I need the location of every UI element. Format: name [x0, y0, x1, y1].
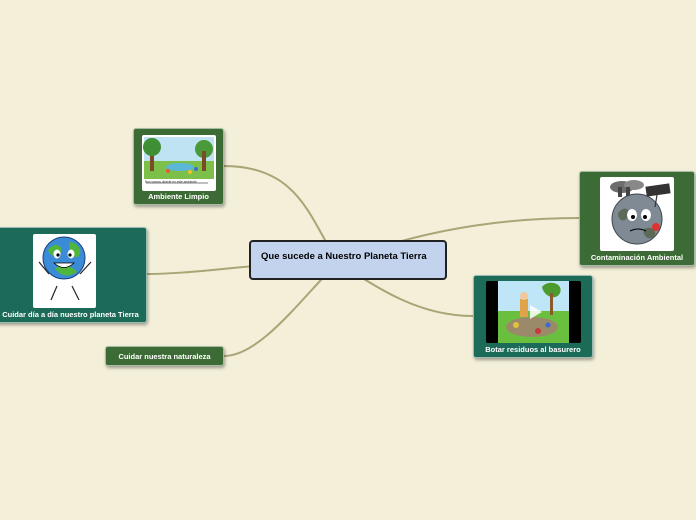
node-label: Cuidar día a día nuestro planeta Tierra	[2, 310, 139, 319]
central-topic-title: Que sucede a Nuestro Planeta Tierra	[261, 251, 427, 262]
litter-scene-video-thumbnail[interactable]	[486, 281, 581, 343]
polluted-earth-image	[600, 177, 674, 251]
node-botar-residuos[interactable]: Botar residuos al basurero	[473, 275, 593, 358]
smiling-earth-image	[33, 234, 96, 308]
node-contaminacion-ambiental[interactable]: Contaminación Ambiental	[579, 171, 695, 266]
node-label: Ambiente Limpio	[148, 192, 209, 201]
central-topic[interactable]: Que sucede a Nuestro Planeta Tierra	[249, 240, 447, 280]
node-ambiente-limpio[interactable]: Nos vamos divertir en este ambiente Ambi…	[133, 128, 224, 205]
play-icon	[530, 305, 542, 319]
node-cuidar-dia-a-dia[interactable]: Cuidar día a día nuestro planeta Tierra	[0, 227, 147, 323]
node-label: Contaminación Ambiental	[590, 253, 684, 262]
node-cuidar-naturaleza[interactable]: Cuidar nuestra naturaleza	[105, 346, 224, 366]
node-label: Botar residuos al basurero	[485, 345, 581, 354]
park-image-caption: Nos vamos divertir en este ambiente	[145, 180, 197, 184]
park-scene-image: Nos vamos divertir en este ambiente	[142, 135, 216, 191]
node-label: Cuidar nuestra naturaleza	[118, 352, 211, 361]
